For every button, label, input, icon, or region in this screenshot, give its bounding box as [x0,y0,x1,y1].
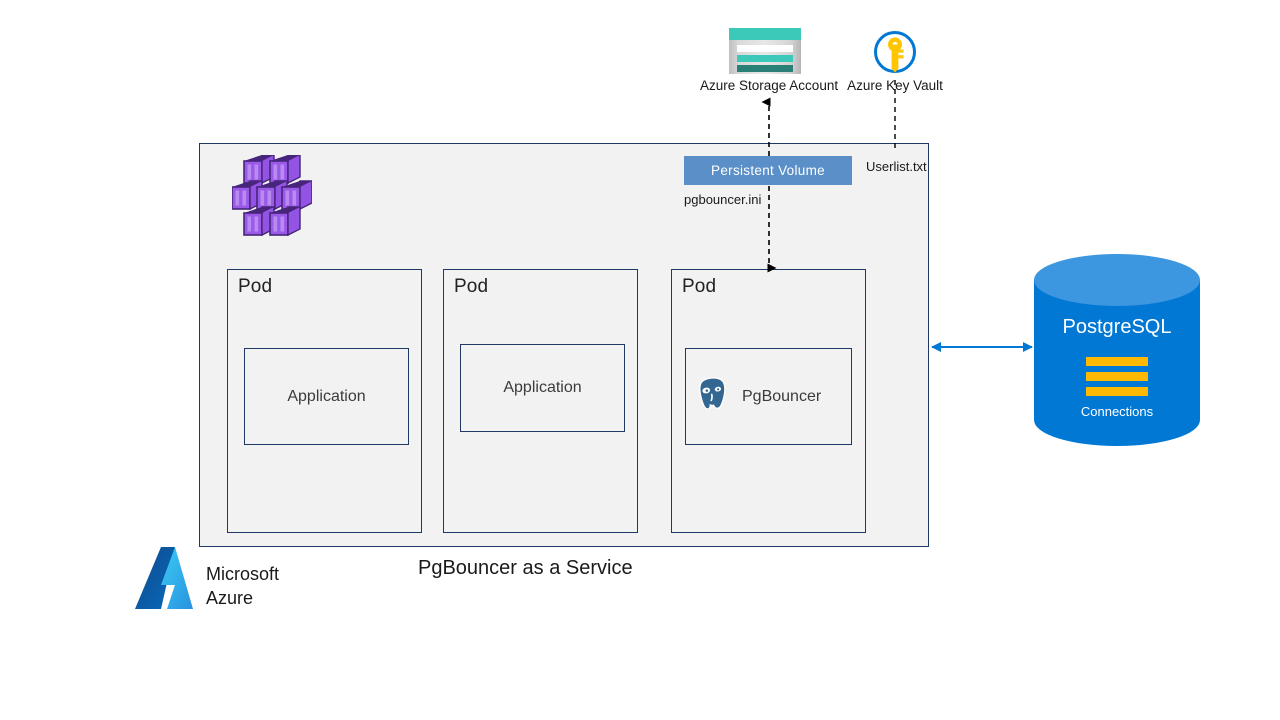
pod-1-workload-label: Application [287,387,366,405]
azure-brand-line2: Azure [206,588,254,608]
postgresql-elephant-icon [693,374,733,419]
pod-3: Pod [671,269,866,533]
azure-storage-account-label: Azure Storage Account [700,78,839,93]
azure-key-vault-label: Azure Key Vault [847,78,943,93]
azure-brand-line1: Microsoft [206,564,280,584]
pod-2-application-box: Application [460,344,625,432]
azure-key-vault-icon [873,30,917,74]
azure-logo-icon [131,545,197,611]
pod-2-workload-label: Application [503,379,582,396]
kubernetes-containers-icon [231,154,313,237]
pod-1-application-box: Application [244,348,409,445]
azure-brand-text: Microsoft Azure [206,562,279,610]
persistent-volume-label: Persistent Volume [711,163,825,178]
connections-label: Connections [1080,404,1154,419]
pod-3-label: Pod [682,276,717,297]
connection-bars-icon [1086,357,1148,402]
azure-storage-account-icon [729,28,801,74]
postgresql-database-cylinder: PostgreSQL Connections [1034,254,1200,446]
persistent-volume-bar: Persistent Volume [684,156,852,185]
pod-2: Pod Application [443,269,638,533]
pod-1-label: Pod [238,276,273,297]
pod-3-workload-label: PgBouncer [742,387,822,405]
database-name-label: PostgreSQL [1062,316,1172,338]
pod-1: Pod Application [227,269,422,533]
pod-2-label: Pod [454,276,489,297]
userlist-txt-label: Userlist.txt [866,159,927,174]
pod-3-pgbouncer-box: PgBouncer [685,348,852,445]
diagram-title: PgBouncer as a Service [418,557,633,579]
pgbouncer-ini-label: pgbouncer.ini [684,192,762,207]
